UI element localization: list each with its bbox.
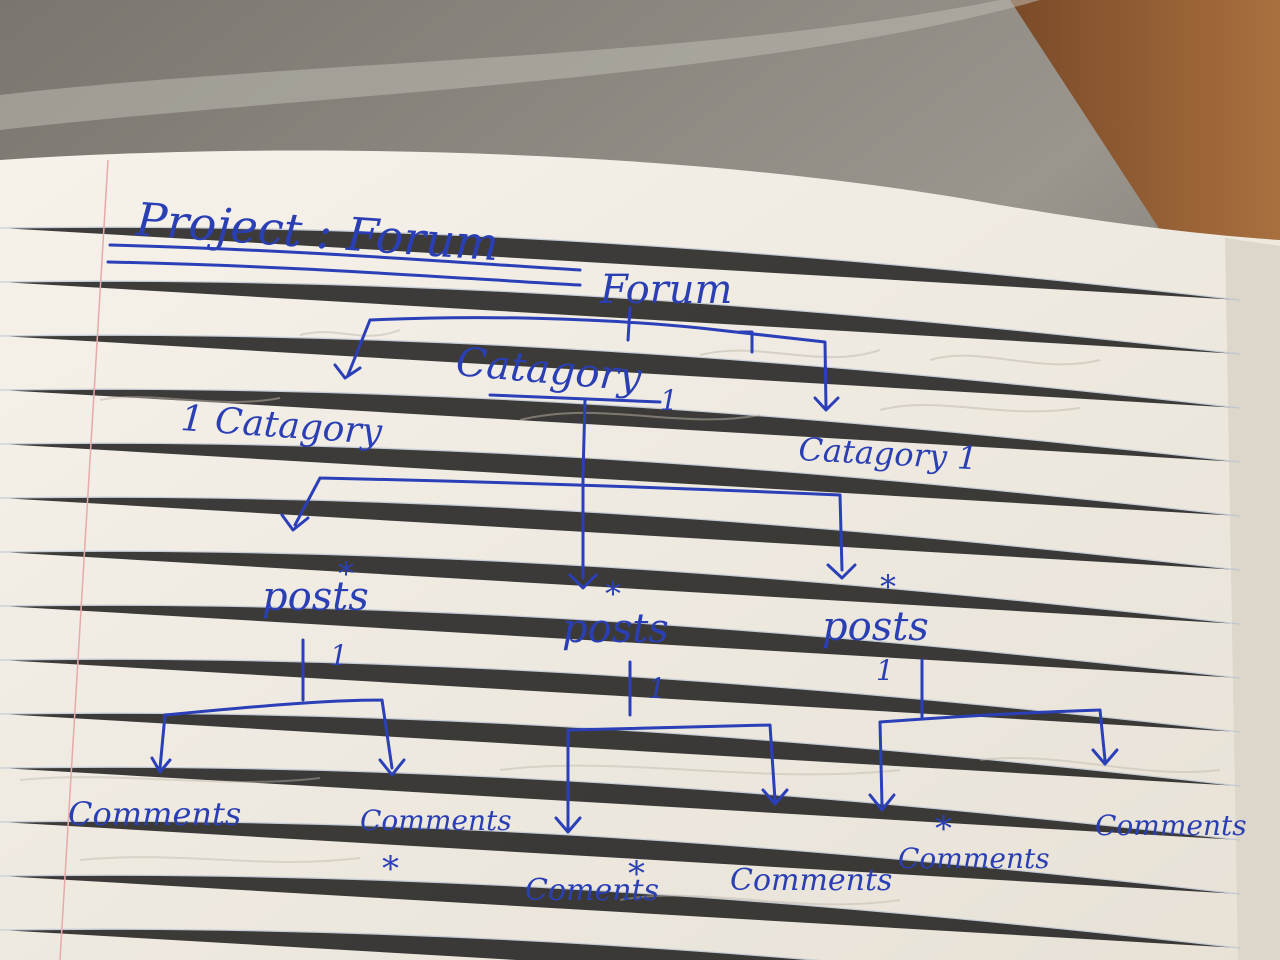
svg-text:*: *: [935, 809, 952, 849]
ruled-lines: [0, 226, 1241, 960]
category-branch-lines: [280, 393, 857, 590]
posts-node-3: * posts 1: [822, 568, 929, 687]
svg-text:Comments: Comments: [898, 842, 1050, 875]
tray-rim: [0, 0, 1040, 130]
svg-text:*: *: [382, 849, 399, 889]
svg-text:*: *: [338, 555, 354, 593]
svg-text:1: 1: [876, 654, 894, 687]
category-center-multiplicity: 1: [660, 384, 678, 417]
forum-root-label: Forum: [599, 267, 732, 313]
comments-node-3: Coments *: [525, 854, 659, 908]
comments-label-6: Comments: [1095, 809, 1247, 842]
wood-surface: [1010, 0, 1280, 250]
svg-text:*: *: [605, 575, 621, 613]
posts-branch-lines: [150, 638, 1119, 834]
svg-text:1: 1: [330, 639, 348, 672]
category-right-label: Catagory 1: [798, 430, 979, 477]
svg-text:*: *: [628, 854, 645, 894]
svg-text:Coments: Coments: [525, 873, 659, 908]
comments-node-2: Comments *: [360, 804, 512, 889]
svg-text:*: *: [880, 568, 896, 606]
forum-branch-lines: [333, 306, 840, 412]
svg-text:1: 1: [648, 672, 666, 705]
svg-text:posts: posts: [822, 604, 929, 650]
svg-text:posts: posts: [262, 574, 369, 620]
svg-text:posts: posts: [562, 606, 669, 652]
comments-label-1: Comments: [68, 795, 241, 833]
posts-node-1: * posts 1: [262, 555, 369, 672]
comments-label-4: Comments: [730, 863, 892, 898]
margin-line: [59, 159, 109, 960]
posts-node-2: * posts 1: [562, 575, 669, 705]
title-underline: [106, 243, 582, 287]
page-edge: [1225, 238, 1280, 960]
svg-text:Comments: Comments: [360, 804, 512, 837]
comments-node-5: * Comments: [898, 809, 1050, 875]
bleed-through-writing: [19, 329, 1221, 906]
